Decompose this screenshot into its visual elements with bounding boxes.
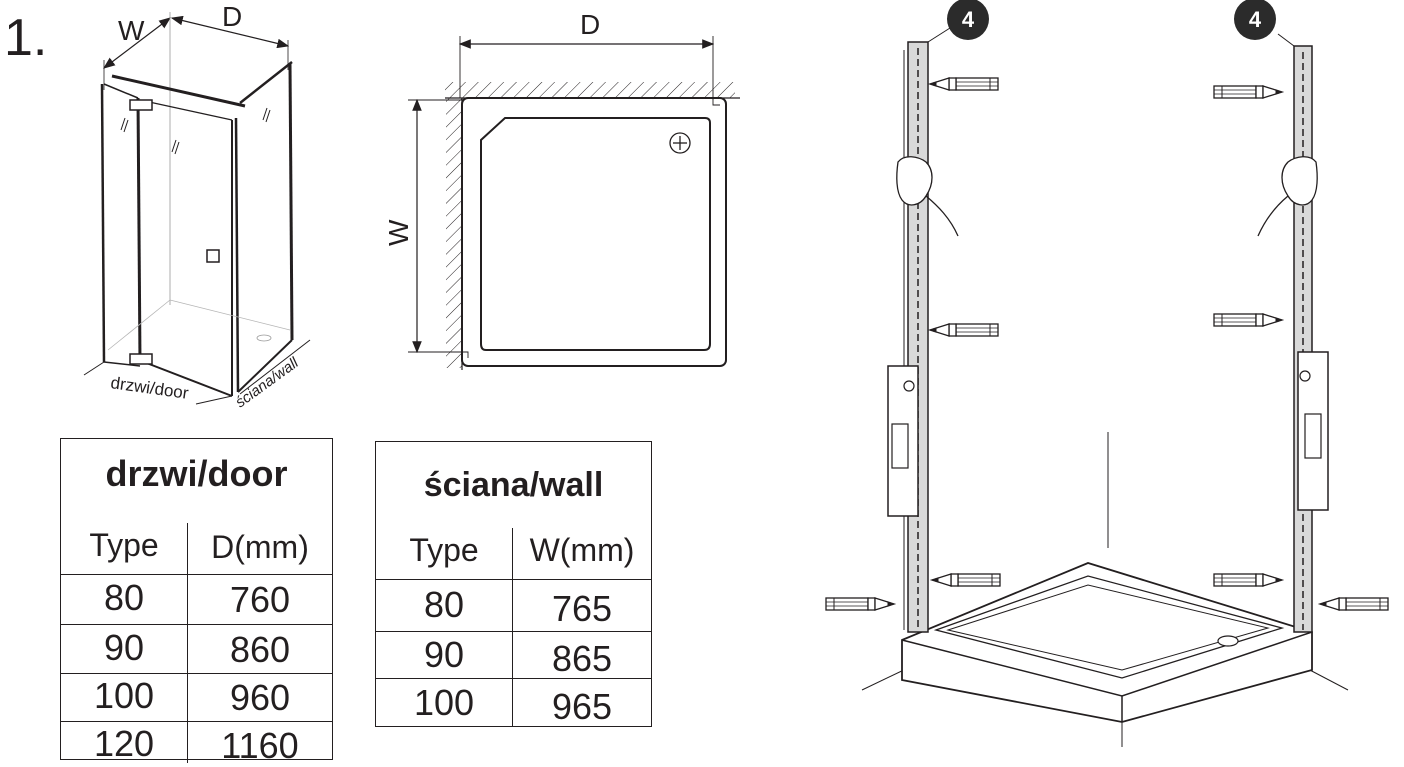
wall-row-type: 90: [423, 634, 465, 675]
wall-header-type: Type: [409, 532, 479, 568]
callout-number: 4: [962, 7, 975, 32]
door-row-type: 120: [93, 723, 155, 764]
door-row-depth: 760: [229, 579, 291, 620]
wall-row-width: 865: [551, 638, 613, 679]
plan-width-label: W: [383, 219, 414, 246]
cabin-depth-label: D: [222, 1, 242, 32]
door-row-depth: 860: [229, 629, 291, 670]
tray-plan-view: [408, 36, 740, 370]
wall-table-title: ściana/wall: [423, 466, 604, 504]
cabin-perspective-drawing: [83, 12, 311, 405]
callout-badge-right: 4: [1234, 0, 1276, 40]
wall-row-width: 765: [551, 588, 613, 629]
step-number: 1.: [4, 9, 47, 67]
door-row-depth: 1160: [221, 725, 299, 766]
plan-depth-label: D: [580, 9, 600, 40]
callout-number: 4: [1249, 7, 1262, 32]
door-header-type: Type: [89, 527, 159, 563]
wall-row-width: 965: [551, 686, 613, 727]
door-header-depth: D(mm): [211, 529, 309, 565]
wall-header-width: W(mm): [529, 532, 635, 568]
door-row-type: 100: [93, 675, 155, 716]
door-row-type: 90: [103, 627, 145, 668]
door-row-depth: 960: [229, 677, 291, 718]
cabin-width-label: W: [118, 15, 145, 46]
door-row-type: 80: [103, 577, 145, 618]
door-dimension-table: drzwi/door Type D(mm) 80 760 90 860 100 …: [60, 438, 333, 766]
wall-row-type: 100: [413, 682, 475, 723]
wall-row-type: 80: [423, 584, 465, 625]
door-table-title: drzwi/door: [105, 453, 288, 494]
cabin-door-label: drzwi/door: [109, 373, 190, 403]
callout-badge-left: 4: [947, 0, 989, 40]
installation-diagram: 1.: [4, 0, 1389, 747]
wall-dimension-table: ściana/wall Type W(mm) 80 765 90 865 100…: [375, 441, 652, 727]
profile-installation-drawing: [825, 27, 1389, 747]
